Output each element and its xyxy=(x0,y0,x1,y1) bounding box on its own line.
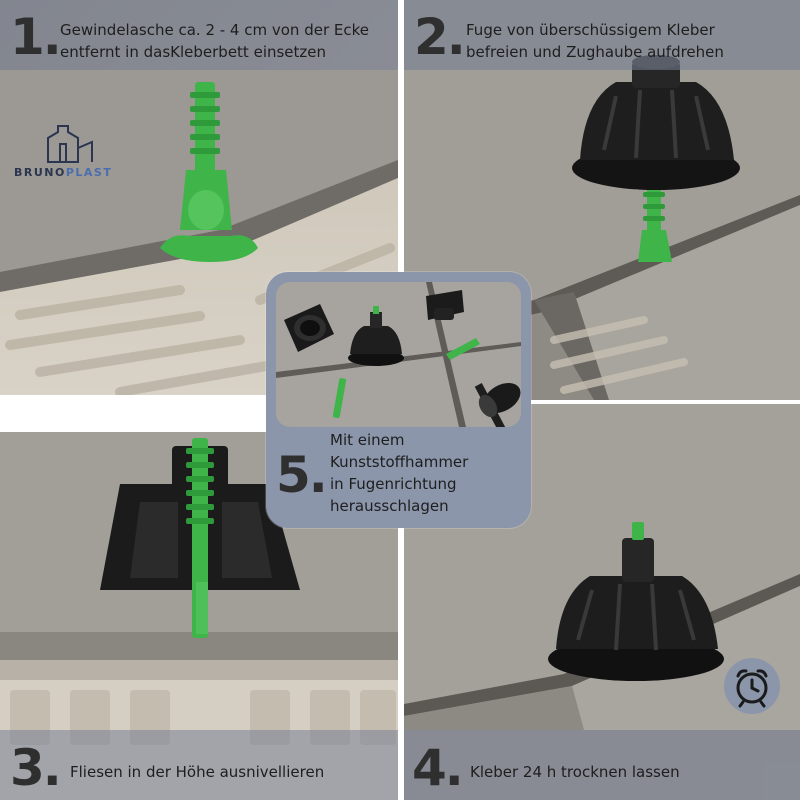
step-4-number: 4. xyxy=(412,739,464,797)
step-2-text-line2: befreien und Zughaube aufdrehen xyxy=(466,43,724,61)
step-5-text-line4: herausschlagen xyxy=(330,497,449,515)
black-pull-cap xyxy=(572,55,740,190)
step-1-number: 1. xyxy=(10,8,62,66)
logo-mark-icon xyxy=(47,125,93,163)
step-5-text-line1: Mit einem xyxy=(330,431,405,449)
alarm-clock-badge xyxy=(724,658,780,714)
black-pull-cap xyxy=(548,522,724,681)
step-5-text-line3: in Fugenrichtung xyxy=(330,475,457,493)
step-2-text-line1: Fuge von überschüssigem Kleber xyxy=(466,21,715,39)
step-4-banner xyxy=(404,730,800,800)
loose-cap xyxy=(284,304,334,352)
cap-with-tab xyxy=(348,306,404,366)
green-threaded-tab xyxy=(160,82,258,262)
step-3-banner xyxy=(0,730,398,800)
green-threaded-tab xyxy=(638,185,672,262)
step-3-text-line1: Fliesen in der Höhe ausnivellieren xyxy=(70,763,325,781)
logo-text-bruno: BRUNO xyxy=(14,166,66,179)
step-5-number: 5. xyxy=(276,446,328,504)
step-1-text-line2: entfernt in dasKleberbett einsetzen xyxy=(60,43,327,61)
step-5-photo xyxy=(276,282,521,427)
step-4-panel: 4. Kleber 24 h trocknen lassen xyxy=(404,404,800,800)
logo-text-plast: PLAST xyxy=(65,166,113,179)
green-threaded-tab xyxy=(186,438,214,638)
step-1-banner xyxy=(0,0,398,70)
step-5-text-line2: Kunststoffhammer xyxy=(330,453,469,471)
step-4-text-line1: Kleber 24 h trocknen lassen xyxy=(470,763,680,781)
step-5-panel: 5. Mit einem Kunststoffhammer in Fugenri… xyxy=(266,272,531,528)
loose-cap xyxy=(426,290,464,320)
step-1-text-line1: Gewindelasche ca. 2 - 4 cm von der Ecke xyxy=(60,21,369,39)
step-2-number: 2. xyxy=(414,8,466,66)
step-2-panel: 2. Fuge von überschüssigem Kleber befrei… xyxy=(404,0,800,400)
step-3-number: 3. xyxy=(10,739,62,797)
alarm-clock-icon xyxy=(736,669,768,708)
step-2-banner xyxy=(404,0,800,70)
bruno-plast-logo: BRUNOPLAST xyxy=(14,124,124,184)
plastic-hammer xyxy=(474,382,521,427)
step-5-illustration xyxy=(276,282,521,427)
